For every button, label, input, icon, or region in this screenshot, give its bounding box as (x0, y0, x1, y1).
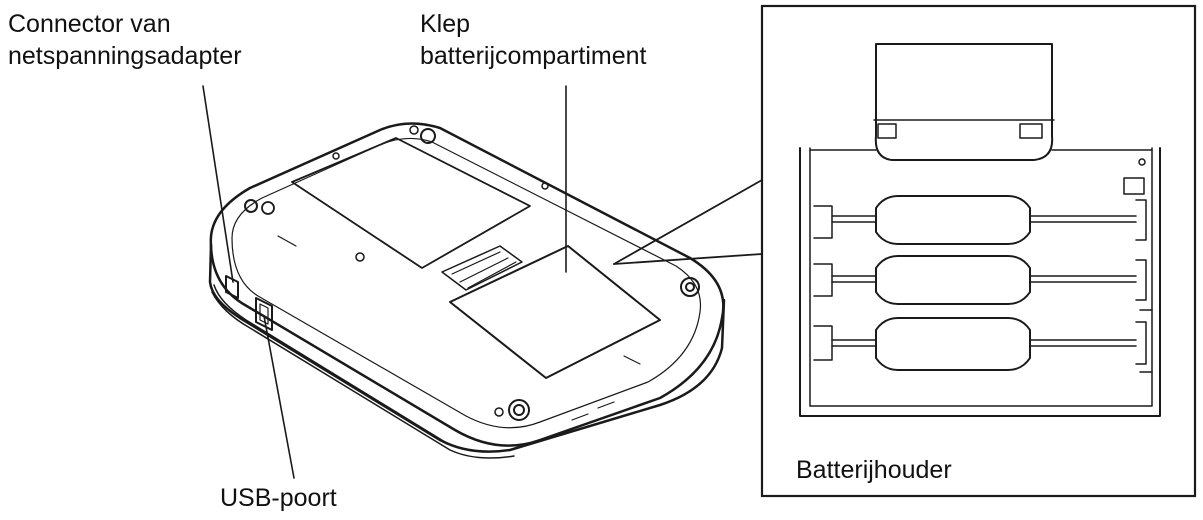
inset-frame (760, 4, 1197, 498)
adapter-connector (225, 275, 239, 299)
label-usb-port: USB-poort (220, 484, 337, 512)
label-battery-cover-line1: Klep (420, 10, 470, 38)
device-base-outline (209, 122, 725, 447)
battery-holder (813, 177, 1153, 373)
printer-device (208, 122, 726, 459)
compartment-lid (874, 43, 1054, 161)
label-battery-holder: Batterijhouder (796, 456, 952, 484)
battery-cover (449, 245, 661, 379)
label-adapter-connector-line2: netspanningsadapter (8, 42, 242, 70)
usb-port (255, 297, 273, 331)
labels: Connector van netspanningsadapter Klep b… (8, 10, 952, 512)
label-battery-cover-line2: batterijcompartiment (420, 42, 647, 70)
label-adapter-connector-line1: Connector van (8, 10, 171, 38)
battery-inset (760, 4, 1197, 498)
